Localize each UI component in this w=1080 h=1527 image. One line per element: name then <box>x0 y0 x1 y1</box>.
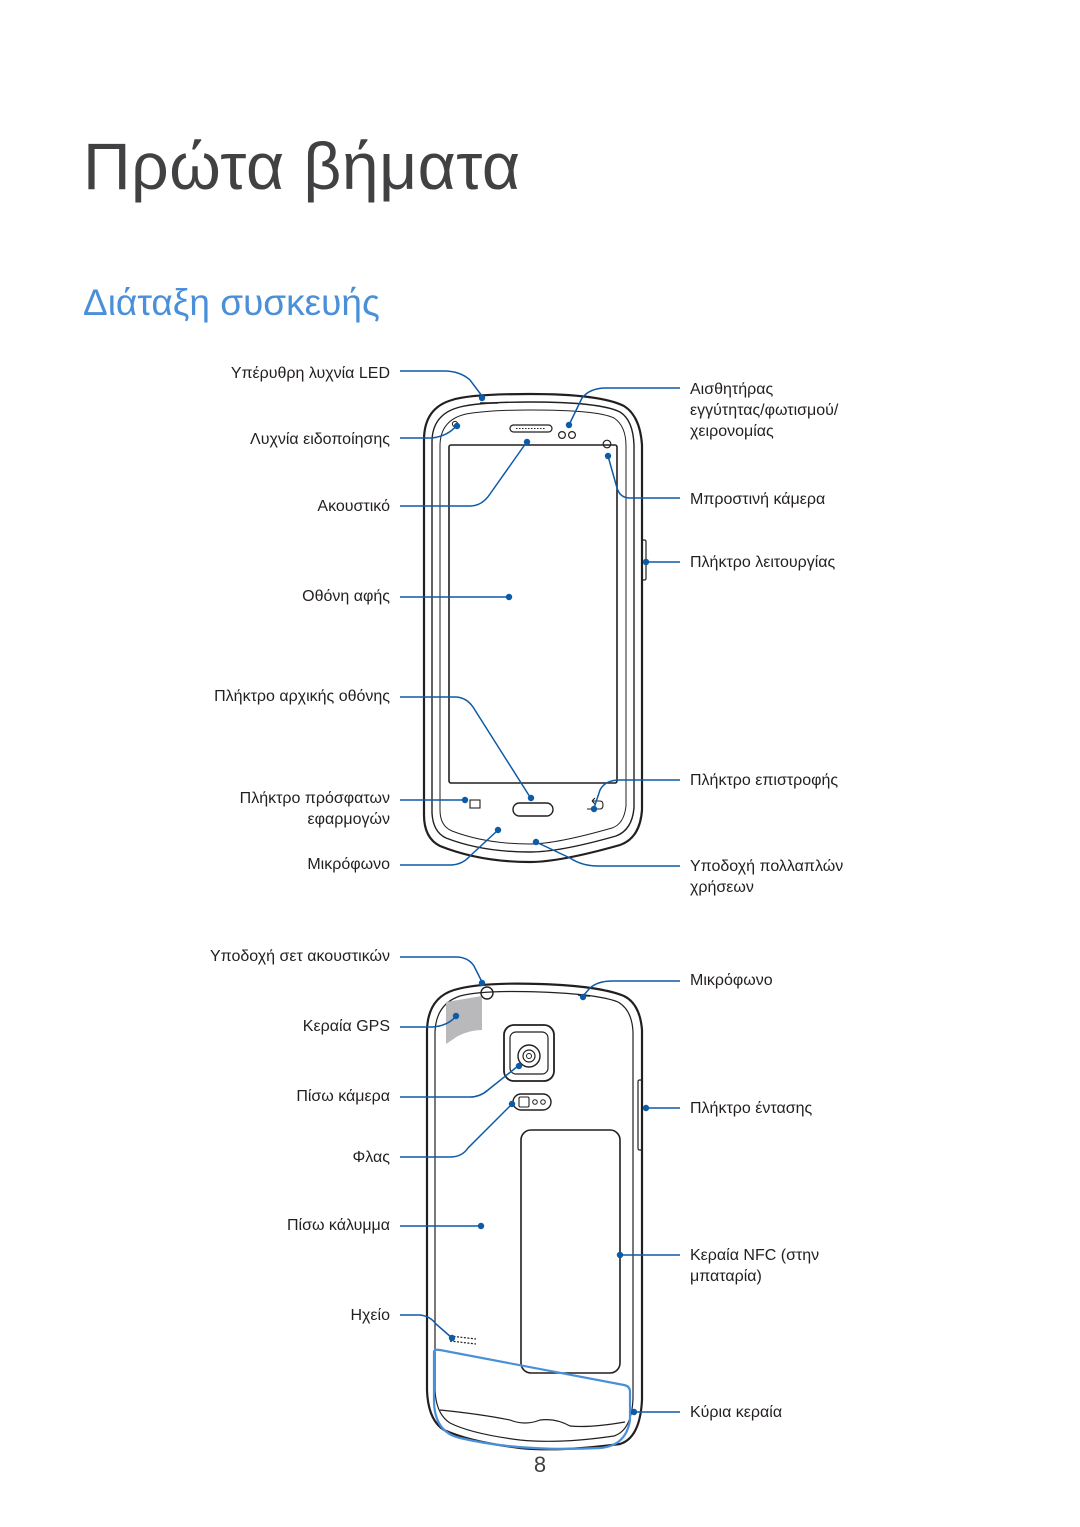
front-callouts <box>400 370 680 867</box>
front-callout-dots <box>453 394 650 846</box>
label-volume-key: Πλήκτρο έντασης <box>690 1100 813 1117</box>
label-front-camera: Μπροστινή κάμερα <box>690 491 826 508</box>
label-rear-microphone: Μικρόφωνο <box>690 972 773 989</box>
back-callout-dots <box>448 979 650 1416</box>
label-ir-led: Υπέρυθρη λυχνία LED <box>230 365 390 382</box>
label-front-microphone: Μικρόφωνο <box>307 856 390 873</box>
label-back-cover: Πίσω κάλυμμα <box>286 1217 390 1234</box>
label-speaker: Ηχείο <box>350 1307 390 1324</box>
label-touchscreen: Οθόνη αφής <box>302 588 390 605</box>
front-device <box>422 392 647 864</box>
main-antenna-highlight <box>432 1348 632 1450</box>
label-multipurpose-jack: Υποδοχή πολλαπλών χρήσεων <box>690 858 844 896</box>
label-power-key: Πλήκτρο λειτουργίας <box>690 554 836 571</box>
chapter-title: Πρώτα βήματα <box>83 129 521 203</box>
label-rear-camera: Πίσω κάμερα <box>296 1088 390 1105</box>
label-notification-light: Λυχνία ειδοποίησης <box>250 431 390 448</box>
label-earpiece: Ακουστικό <box>317 498 390 515</box>
label-recent-apps-key: Πλήκτρο πρόσφατων εφαρμογών <box>239 790 390 828</box>
section-title: Διάταξη συσκευής <box>83 282 380 323</box>
page-number: 8 <box>533 1452 547 1477</box>
label-nfc-antenna: Κεραία NFC (στην μπαταρία) <box>690 1247 820 1285</box>
label-main-antenna: Κύρια κεραία <box>690 1404 783 1421</box>
label-back-key: Πλήκτρο επιστροφής <box>690 772 839 789</box>
back-callouts <box>400 956 680 1413</box>
label-headset-jack: Υποδοχή σετ ακουστικών <box>209 948 390 965</box>
label-proximity-sensor: Αισθητήρας εγγύτητας/φωτισμού/ χειρονομί… <box>690 381 839 440</box>
label-gps-antenna: Κεραία GPS <box>302 1018 390 1035</box>
label-flash: Φλας <box>352 1149 390 1166</box>
label-home-key: Πλήκτρο αρχικής οθόνης <box>214 688 390 705</box>
back-device <box>425 982 644 1451</box>
